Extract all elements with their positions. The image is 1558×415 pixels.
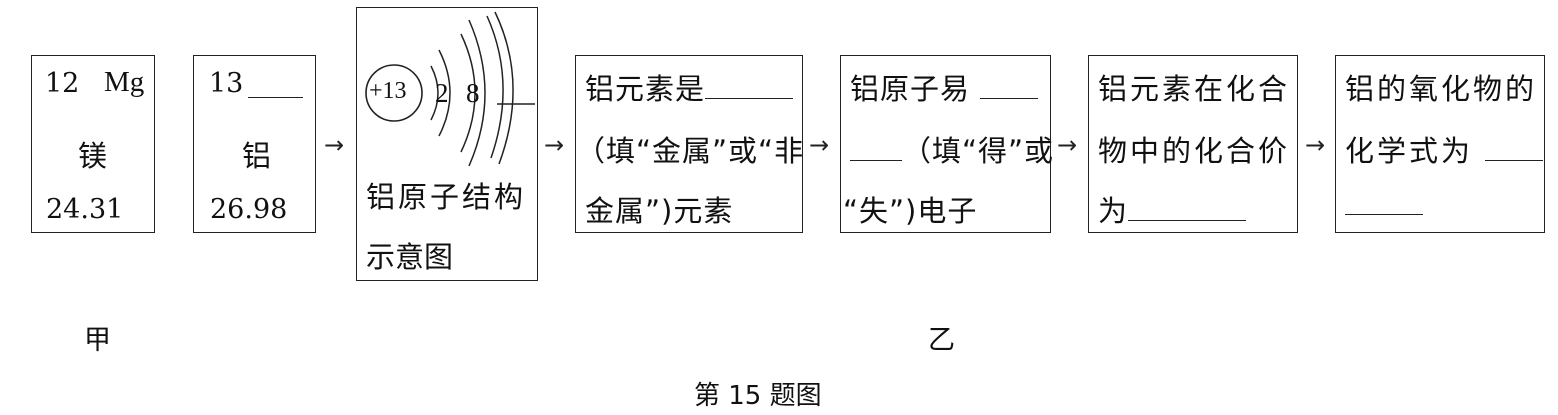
label-jia: 甲 (84, 325, 111, 356)
arrow-5: → (1305, 131, 1326, 159)
metal-blank (705, 72, 794, 99)
valence-line-2: 物中的化合价 (1098, 134, 1291, 168)
al-symbol-blank (248, 71, 303, 98)
shell-arc-2a (460, 33, 476, 153)
metal-line-1: 铝元素是 (585, 66, 794, 108)
atomic-structure-box: +13 2 8 铝原子结构 示意图 (356, 7, 538, 281)
oxide-text-2: 化学式为 (1345, 134, 1474, 168)
mg-atomic-number: 12 (45, 68, 80, 99)
oxide-question-box: 铝的氧化物的 化学式为 (1335, 55, 1545, 233)
shell-arc-2b (468, 19, 486, 167)
metal-text-1: 铝元素是 (585, 72, 706, 106)
shell2-electrons: 8 (466, 78, 480, 108)
al-atomic-mass: 26.98 (210, 194, 288, 225)
label-yi: 乙 (928, 325, 955, 356)
structure-caption-1: 铝原子结构 (366, 180, 527, 214)
metal-line-2: （填“金属”或“非 (576, 134, 805, 168)
mg-name: 镁 (78, 139, 108, 173)
mg-atomic-mass: 24.31 (46, 194, 124, 225)
electron-text-1: 铝原子易 (850, 72, 971, 106)
shell-arc-3b (494, 11, 514, 165)
electron-line-1: 铝原子易 (850, 66, 1039, 108)
nucleus-circle (365, 64, 423, 122)
metal-line-3: 金属”)元素 (585, 194, 734, 228)
shell-arc-1a (430, 65, 439, 121)
arrow-1: → (324, 131, 345, 159)
nucleus-charge: +13 (369, 78, 407, 104)
oxide-line-3 (1345, 188, 1423, 222)
mg-element-card: 12 Mg 镁 24.31 (31, 55, 155, 233)
metal-question-box: 铝元素是 （填“金属”或“非 金属”)元素 (575, 55, 803, 233)
arrow-3: → (809, 131, 830, 159)
structure-caption-2: 示意图 (366, 240, 454, 274)
atomic-structure-diagram (365, 11, 535, 167)
arrow-4: → (1057, 131, 1078, 159)
electron-blank-1 (980, 72, 1039, 99)
electron-line-2: （填“得”或 (850, 128, 1054, 170)
al-element-card: 13 铝 26.98 (193, 55, 316, 233)
figure-caption: 第 15 题图 (694, 381, 822, 411)
shell1-electrons: 2 (435, 78, 449, 108)
oxide-blank-1 (1485, 134, 1544, 161)
electron-question-box: 铝原子易 （填“得”或 “失”)电子 (840, 55, 1054, 233)
electron-blank-2 (850, 134, 902, 161)
oxide-line-1: 铝的氧化物的 (1345, 72, 1538, 106)
valence-question-box: 铝元素在化合 物中的化合价 为 (1088, 55, 1298, 233)
mg-symbol: Mg (104, 66, 145, 98)
valence-line-3: 为 (1098, 188, 1247, 230)
al-name: 铝 (242, 139, 272, 173)
electron-line-3: “失”)电子 (843, 194, 978, 228)
valence-line-1: 铝元素在化合 (1098, 72, 1291, 106)
al-atomic-number: 13 (209, 68, 244, 99)
arrow-2: → (544, 131, 565, 159)
shell-arc-3a (486, 15, 504, 159)
valence-text-3: 为 (1098, 194, 1129, 228)
electron-text-2: （填“得”或 (902, 134, 1055, 168)
oxide-blank-2 (1345, 188, 1423, 215)
oxide-line-2: 化学式为 (1345, 128, 1544, 170)
shell-arc-1b (438, 49, 451, 137)
valence-blank (1128, 194, 1247, 221)
